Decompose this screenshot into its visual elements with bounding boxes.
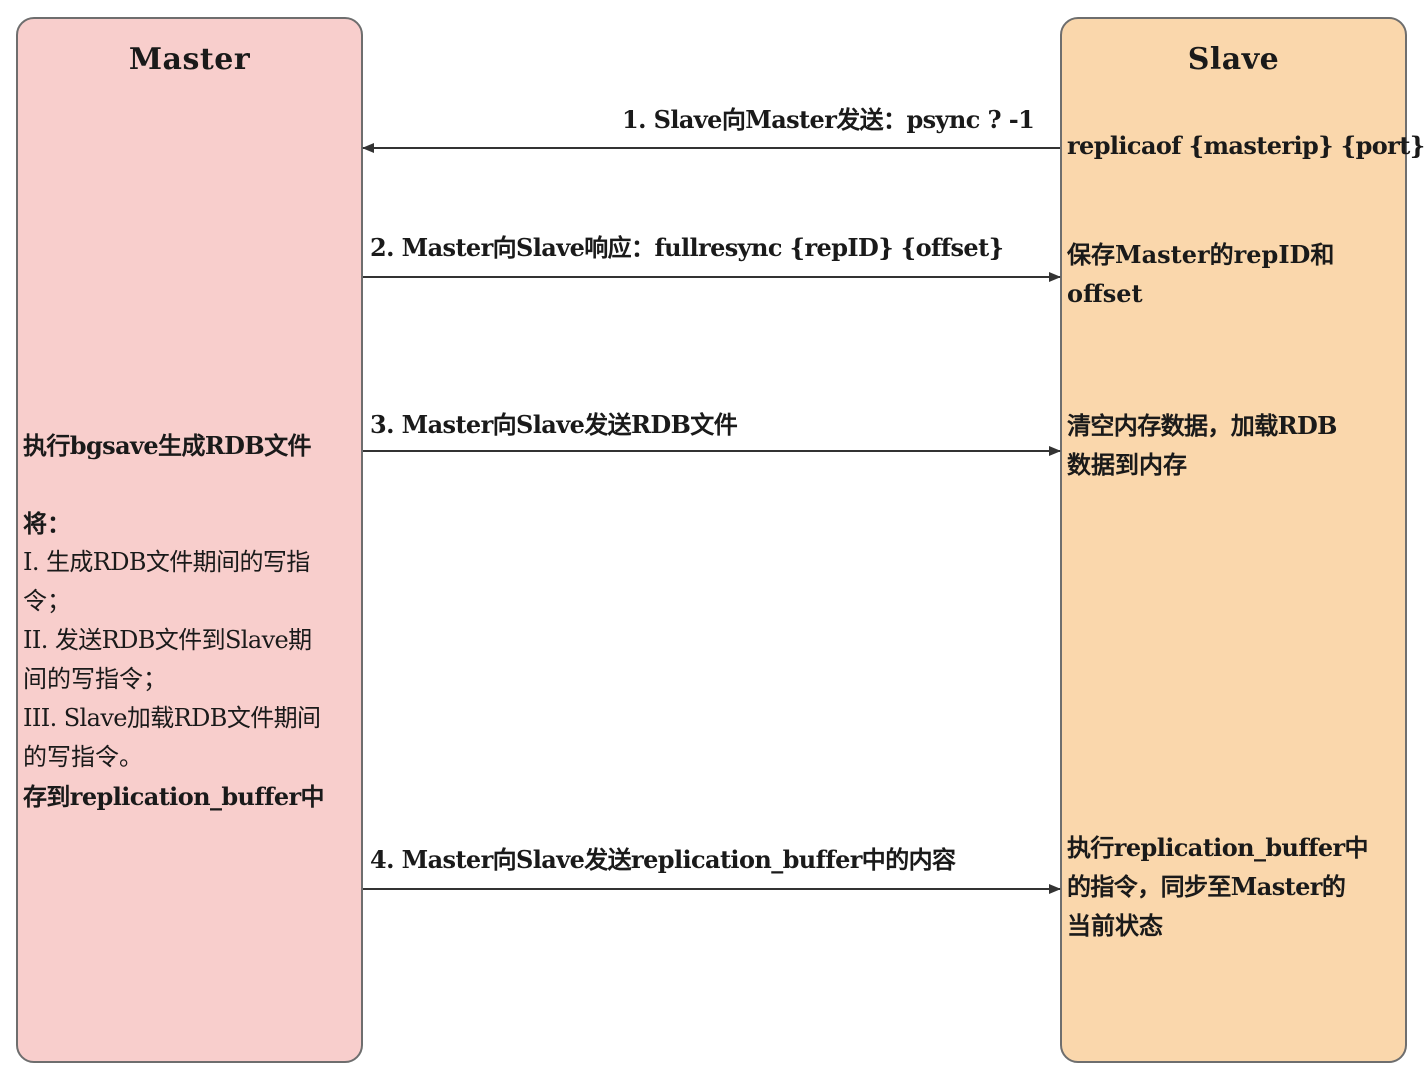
slave-exec-line-1: 执行replication_buffer中 [1067,833,1369,862]
master-item-3-line-1: III. Slave加载RDB文件期间 [23,704,321,732]
master-item-1-line-1: I. 生成RDB文件期间的写指 [23,548,310,576]
message-label-3: 3. Master向Slave发送RDB文件 [370,410,738,439]
message-label-4: 4. Master向Slave发送replication_buffer中的内容 [370,845,956,874]
master-item-3-line-2: 的写指令。 [23,743,143,771]
master-store-target: 存到replication_buffer中 [23,782,325,811]
slave-replicaof-command: replicaof {masterip} {port} [1067,131,1425,160]
master-store-intro: 将： [23,509,71,538]
slave-save-line-1: 保存Master的repID和 [1067,240,1335,269]
slave-save-line-2: offset [1067,279,1143,308]
slave-load-line-2: 数据到内存 [1067,450,1187,479]
slave-title: Slave [1187,42,1280,77]
master-bgsave-text: 执行bgsave生成RDB文件 [23,431,311,460]
master-item-2-line-2: 间的写指令； [23,665,167,693]
slave-lane [1060,17,1407,1063]
slave-exec-line-2: 的指令，同步至Master的 [1067,872,1346,901]
message-label-2: 2. Master向Slave响应：fullresync {repID} {of… [370,233,1004,262]
master-item-2-line-1: II. 发送RDB文件到Slave期 [23,626,312,654]
slave-exec-line-3: 当前状态 [1067,911,1163,940]
master-title: Master [128,42,251,77]
master-lane [16,17,363,1063]
master-item-1-line-2: 令； [23,587,71,615]
message-label-1: 1. Slave向Master发送：psync ? -1 [622,105,1035,134]
slave-load-line-1: 清空内存数据，加载RDB [1067,411,1337,440]
